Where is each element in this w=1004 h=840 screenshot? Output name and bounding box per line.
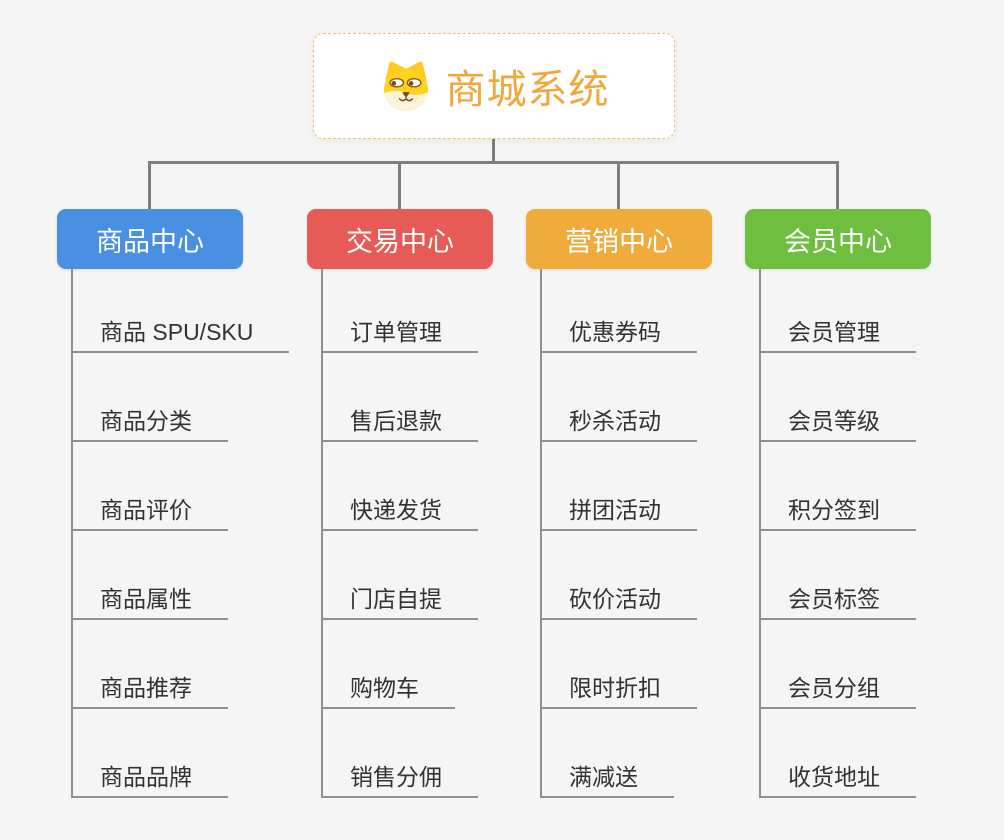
child-node-shipping-address[interactable]: 收货地址	[761, 762, 916, 798]
connector-stem-trade	[398, 161, 401, 210]
branch-node-marketing[interactable]: 营销中心	[526, 209, 712, 269]
connector-stem-marketing	[617, 161, 620, 210]
child-node-spend-and-save[interactable]: 满减送	[542, 762, 674, 798]
child-node-points-checkin[interactable]: 积分签到	[761, 495, 916, 531]
branch-node-trade[interactable]: 交易中心	[307, 209, 493, 269]
child-node-product-review[interactable]: 商品评价	[73, 495, 228, 531]
child-node-member-management[interactable]: 会员管理	[761, 317, 916, 353]
child-node-bargain-activity[interactable]: 砍价活动	[542, 584, 697, 620]
branch-children-products: 商品 SPU/SKU 商品分类 商品评价 商品属性 商品推荐 商品品牌	[71, 269, 290, 798]
branch-node-members[interactable]: 会员中心	[745, 209, 931, 269]
child-node-product-spu-sku[interactable]: 商品 SPU/SKU	[73, 317, 290, 353]
branch-node-products[interactable]: 商品中心	[57, 209, 243, 269]
child-node-product-recommend[interactable]: 商品推荐	[73, 673, 228, 709]
shiba-dog-icon	[383, 61, 428, 111]
child-node-group-buy[interactable]: 拼团活动	[542, 495, 697, 531]
branch-children-trade: 订单管理 售后退款 快递发货 门店自提 购物车 销售分佣	[321, 269, 478, 798]
child-node-limited-time-discount[interactable]: 限时折扣	[542, 673, 697, 709]
child-node-sales-commission[interactable]: 销售分佣	[323, 762, 478, 798]
child-node-member-group[interactable]: 会员分组	[761, 673, 916, 709]
connector-stem-members	[836, 161, 839, 210]
child-node-flash-sale[interactable]: 秒杀活动	[542, 406, 697, 442]
connector-trunk	[148, 161, 839, 164]
root-node[interactable]: 商城系统	[313, 33, 675, 139]
child-node-express-delivery[interactable]: 快递发货	[323, 495, 478, 531]
branch-children-members: 会员管理 会员等级 积分签到 会员标签 会员分组 收货地址	[759, 269, 916, 798]
child-node-store-pickup[interactable]: 门店自提	[323, 584, 478, 620]
branch-children-marketing: 优惠券码 秒杀活动 拼团活动 砍价活动 限时折扣 满减送	[540, 269, 697, 798]
child-node-after-sale-refund[interactable]: 售后退款	[323, 406, 478, 442]
connector-stem-products	[148, 161, 151, 210]
child-node-order-management[interactable]: 订单管理	[323, 317, 478, 353]
child-node-member-level[interactable]: 会员等级	[761, 406, 916, 442]
child-node-shopping-cart[interactable]: 购物车	[323, 673, 455, 709]
child-node-member-tag[interactable]: 会员标签	[761, 584, 916, 620]
child-node-product-category[interactable]: 商品分类	[73, 406, 228, 442]
child-node-product-attribute[interactable]: 商品属性	[73, 584, 228, 620]
child-node-product-brand[interactable]: 商品品牌	[73, 762, 228, 798]
connector-root-stem	[492, 139, 495, 163]
root-title: 商城系统	[445, 68, 610, 112]
child-node-coupon-code[interactable]: 优惠券码	[542, 317, 697, 353]
